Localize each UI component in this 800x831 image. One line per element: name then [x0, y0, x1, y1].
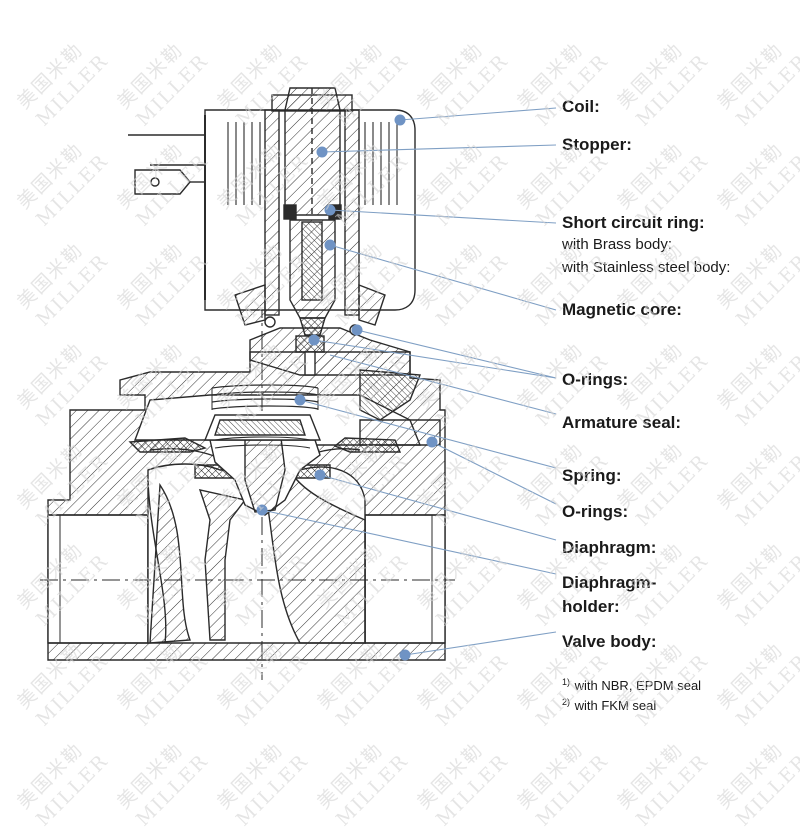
label-diaphragm-holder-line1: Diaphragm-	[562, 573, 657, 592]
label-spring: Spring:	[562, 466, 622, 485]
label-o-rings-upper: O-rings:	[562, 370, 629, 389]
marker-valve-body	[399, 649, 411, 661]
leader-short-circuit-ring	[329, 209, 557, 224]
leader-coil	[399, 107, 557, 121]
leader-diaphragm	[319, 474, 557, 541]
marker-o-rings-2	[426, 436, 438, 448]
marker-o-rings-1a	[308, 334, 320, 346]
label-o-rings-lower: O-rings:	[562, 502, 629, 521]
leader-o-rings-1a	[313, 339, 557, 379]
diaphragm-holder	[203, 414, 322, 516]
valve-body	[47, 351, 446, 661]
solenoid-valve-diagram: Coil: Stopper: Short circuit ring: with …	[13, 38, 800, 830]
marker-spring	[294, 394, 306, 406]
diaphragm	[128, 437, 402, 479]
label-with-brass-body: with Brass body:	[562, 236, 673, 253]
leader-o-rings-2	[431, 441, 557, 505]
leader-diaphragm-holder	[261, 509, 557, 575]
marker-diaphragm-holder	[256, 504, 268, 516]
marker-coil	[394, 114, 406, 126]
leader-valve-body	[404, 631, 557, 656]
leader-magnetic-core	[329, 244, 557, 311]
footnote-1-text: with NBR, EPDM seal	[574, 678, 702, 693]
label-armature-seal: Armature seal:	[562, 413, 682, 432]
label-short-circuit-ring: Short circuit ring:	[562, 213, 705, 232]
label-with-stainless-steel-body: with Stainless steel body:	[562, 259, 731, 276]
spring	[211, 384, 319, 449]
magnetic-core	[289, 219, 336, 336]
marker-magnetic-core	[324, 239, 336, 251]
label-diaphragm-holder-line2: holder:	[562, 597, 620, 616]
leader-spring	[299, 399, 557, 469]
leader-armature-seal	[329, 354, 557, 415]
marker-o-rings-1b	[351, 324, 363, 336]
marker-stopper	[316, 146, 328, 158]
label-valve-body: Valve body:	[562, 632, 657, 651]
label-coil: Coil:	[562, 97, 600, 116]
valve-cross-section	[40, 87, 557, 680]
label-stopper: Stopper:	[562, 135, 632, 154]
label-diaphragm: Diaphragm:	[562, 538, 657, 557]
label-magnetic-core: Magnetic core:	[562, 300, 682, 319]
leader-stopper	[321, 144, 557, 153]
footnote-1: 1) with NBR, EPDM seal	[562, 677, 701, 693]
marker-short-circuit-ring	[324, 204, 336, 216]
footnote-2: 2) with FKM seal	[562, 697, 656, 713]
marker-diaphragm	[314, 469, 326, 481]
leader-o-rings-1b	[356, 329, 557, 379]
footnote-1-marker: 1)	[562, 677, 571, 687]
footnote-2-marker: 2)	[562, 697, 571, 707]
footnote-2-text: with FKM seal	[574, 698, 657, 713]
